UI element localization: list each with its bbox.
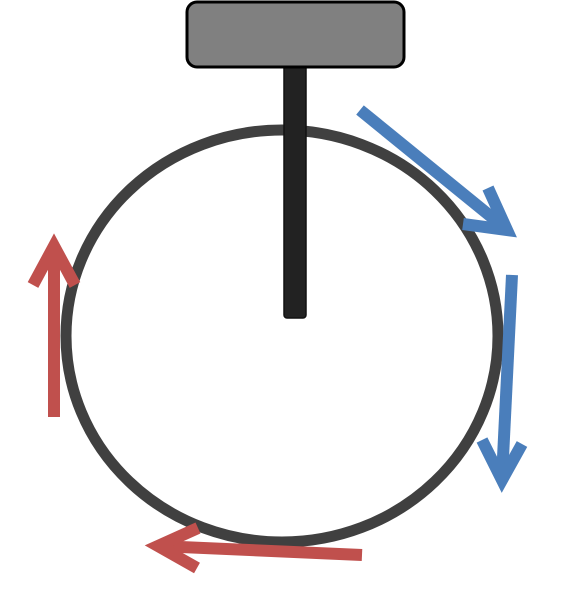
blue-arrow-down-right (356, 105, 517, 238)
blue-arrow-down (476, 274, 528, 493)
red-arrow-left (144, 522, 363, 574)
wheel-ring (60, 124, 504, 548)
red-arrow-up (27, 233, 81, 417)
vertical-rod (283, 49, 307, 319)
t-handle (185, 0, 406, 69)
